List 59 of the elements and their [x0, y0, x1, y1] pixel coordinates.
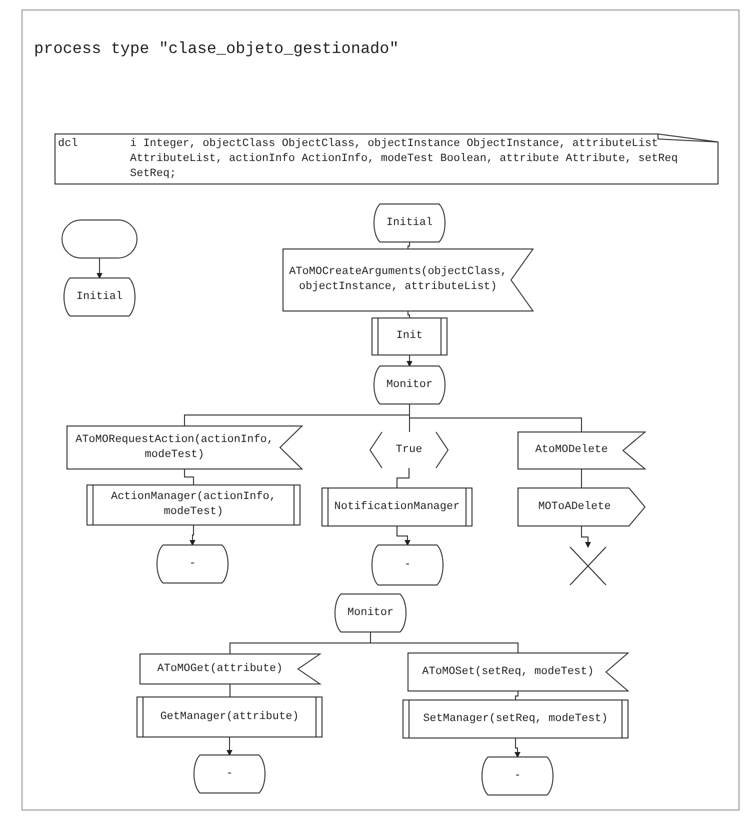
signal-label: AToMORequestAction(actionInfo, modeTest)	[74, 432, 275, 462]
state-label: -	[226, 766, 233, 782]
connector	[226, 736, 232, 756]
input-signal-symbol	[518, 432, 645, 469]
state-symbol	[370, 545, 445, 585]
state-symbol	[192, 755, 267, 793]
state-label: Monitor	[386, 378, 433, 392]
input-signal-symbol	[283, 249, 533, 311]
start-symbol	[62, 220, 137, 258]
procedure-label: NotificationManager	[334, 500, 460, 514]
procedure-label: ActionManager(actionInfo, modeTest)	[110, 490, 278, 520]
connector	[396, 468, 410, 488]
state-symbol	[333, 594, 408, 632]
state-label: Initial	[386, 216, 433, 230]
output-signal-symbol	[518, 488, 645, 526]
procedure-symbol	[137, 697, 322, 737]
declaration-text: i Integer, objectClass ObjectClass, objectInstance ObjectInstance, attributeList AttributeList, actionInfo ActionInfo, modeTest Boolean, attribute Attribute, setReq SetReq;	[130, 137, 679, 182]
stop-symbol	[570, 547, 606, 585]
connector	[370, 632, 518, 654]
input-signal-symbol	[408, 653, 628, 691]
state-symbol	[62, 278, 137, 316]
input-signal-symbol	[67, 426, 302, 469]
procedure-symbol	[372, 318, 447, 355]
signal-label: AtoMODelete	[535, 443, 608, 458]
connector	[514, 738, 520, 758]
connector	[581, 526, 591, 548]
procedure-label: SetManager(setReq, modeTest)	[423, 712, 608, 726]
state-symbol	[480, 757, 555, 795]
procedure-label: Init	[396, 329, 423, 344]
procedure-symbol	[322, 488, 472, 526]
diagram-title: process type "clase_objeto_gestionado"	[34, 40, 399, 58]
connector	[409, 404, 582, 432]
text-symbol	[55, 134, 718, 184]
condition-symbol	[370, 432, 448, 468]
condition-label: True	[396, 442, 422, 458]
connector	[581, 468, 582, 488]
state-symbol	[372, 204, 447, 242]
state-label: Monitor	[347, 606, 394, 620]
signal-label: AToMOGet(attribute)	[157, 662, 283, 676]
connector	[406, 354, 412, 367]
input-signal-symbol	[140, 654, 320, 684]
state-symbol	[155, 545, 230, 583]
connector	[190, 524, 196, 546]
state-label: -	[404, 558, 411, 572]
state-label: -	[514, 768, 521, 784]
state-label: Initial	[76, 290, 123, 304]
signal-label: MOToADelete	[538, 500, 611, 514]
connector	[515, 690, 518, 700]
keyword-label: dcl	[58, 137, 78, 152]
signal-label: AToMOCreateArguments(objectClass, objectInstance, attributeList)	[288, 265, 508, 295]
state-symbol	[372, 366, 447, 404]
signal-label: AToMOSet(setReq, modeTest)	[422, 664, 594, 680]
connector	[396, 526, 410, 546]
connector	[96, 258, 102, 279]
state-label: -	[189, 556, 196, 572]
procedure-label: GetManager(attribute)	[160, 710, 299, 724]
procedure-symbol	[403, 700, 628, 738]
connector	[184, 468, 194, 486]
procedure-symbol	[87, 485, 300, 525]
